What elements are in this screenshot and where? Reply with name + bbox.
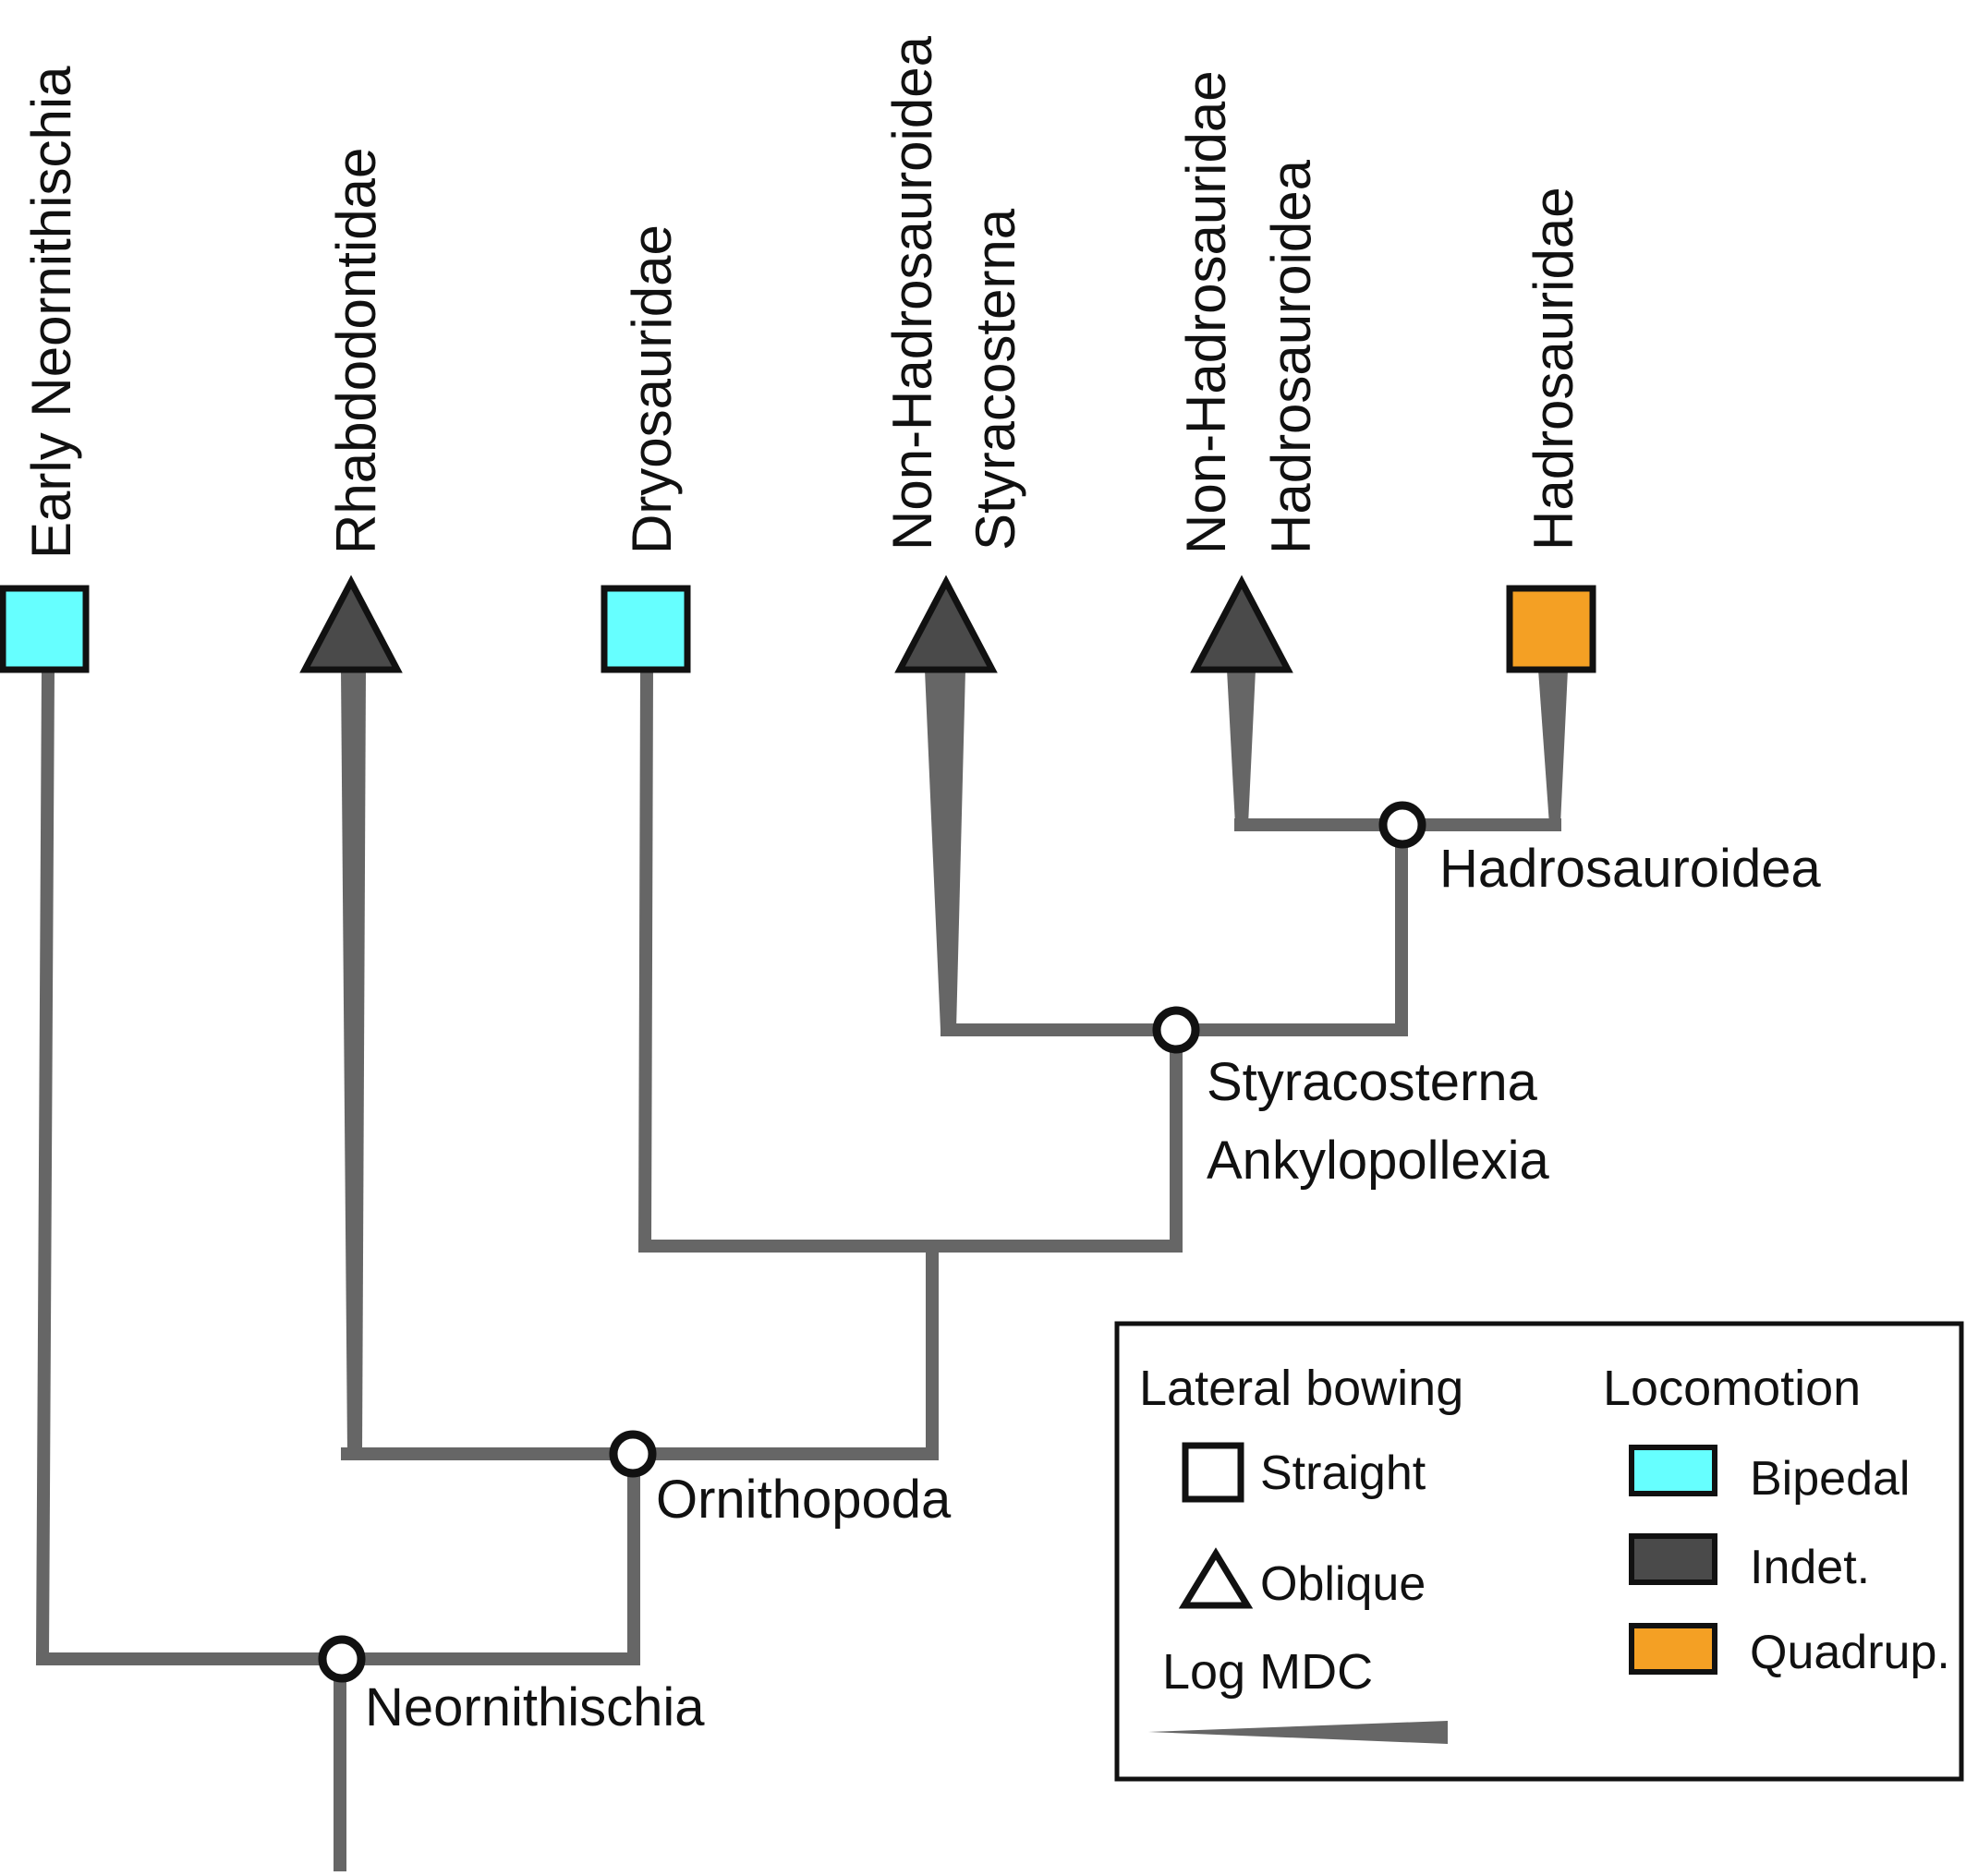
legend-mdc-wedge	[1148, 1721, 1448, 1744]
legend-straight-label: Straight	[1260, 1446, 1426, 1500]
legend-quadrup-label: Quadrup.	[1750, 1626, 1950, 1679]
node-label-styracosterna: Styracosterna	[1207, 1052, 1538, 1112]
node-label-ankylopollexia: Ankylopollexia	[1207, 1131, 1550, 1191]
hadrosauridae-marker	[1506, 585, 1596, 673]
legend-locomotion-title: Locomotion	[1603, 1361, 1861, 1416]
legend-bipedal-label: Bipedal	[1750, 1452, 1910, 1506]
hadrosauroidea-node	[1378, 801, 1426, 849]
ornithopoda-node	[609, 1430, 657, 1478]
styracosterna-node	[1152, 1006, 1200, 1054]
legend-mdc-title: Log MDC	[1162, 1644, 1373, 1700]
legend-quadrup-swatch	[1629, 1623, 1717, 1675]
tip-label-rhabdodontidae: Rhabdodontidae	[325, 148, 387, 554]
node-labels: Neornithischia Ornithopoda Styracosterna…	[365, 839, 1821, 1737]
tapered-branches	[341, 670, 1568, 1454]
legend-bowing-title: Lateral bowing	[1139, 1361, 1463, 1416]
legend-indet-swatch	[1629, 1533, 1717, 1585]
rhabdodontidae-branch	[341, 670, 366, 1454]
node-circles	[318, 801, 1426, 1683]
early-neornithischia-marker	[0, 585, 90, 673]
tip-label-non-hadrosauroidea: Non-Hadrosauroidea	[881, 35, 943, 551]
legend: Lateral bowing Straight Oblique Log MDC …	[1114, 1321, 1964, 1782]
legend-straight-symbol	[1182, 1442, 1244, 1503]
legend-bipedal-swatch	[1629, 1445, 1717, 1496]
hadrosauridae-branch	[1538, 670, 1568, 825]
early-neornithischia-branch	[35, 662, 55, 1666]
tip-label-hadrosauridae: Hadrosauridae	[1523, 187, 1584, 551]
tip-label-styracosterna: Styracosterna	[965, 208, 1026, 551]
tip-label-early-neornithischia: Early Neornithischia	[20, 66, 82, 559]
legend-oblique-symbol	[1178, 1547, 1254, 1609]
node-label-neornithischia: Neornithischia	[365, 1677, 705, 1737]
tip-label-hadrosauroidea: Hadrosauroidea	[1260, 159, 1322, 554]
non-hadrosauridae-hadrosauroidea-marker	[1190, 575, 1293, 673]
node-label-ornithopoda: Ornithopoda	[656, 1470, 952, 1530]
legend-indet-label: Indet.	[1750, 1541, 1870, 1594]
tip-labels: Early Neornithischia Rhabdodontidae Dryo…	[20, 35, 1584, 559]
non-hadrosauroidea-styracosterna-marker	[894, 575, 998, 673]
legend-oblique-label: Oblique	[1260, 1557, 1426, 1611]
tip-label-non-hadrosauridae: Non-Hadrosauridae	[1175, 70, 1237, 554]
legend-frame	[1114, 1321, 1964, 1782]
node-label-hadrosauroidea: Hadrosauroidea	[1439, 839, 1821, 899]
non-hadrosauridae-hadrosauroidea-branch	[1227, 670, 1256, 825]
dryosauridae-branch	[637, 662, 654, 1253]
dryosauridae-marker	[601, 585, 691, 673]
tip-markers	[0, 575, 1596, 673]
neornithischia-node	[318, 1635, 366, 1683]
tip-label-dryosauridae: Dryosauridae	[621, 224, 683, 554]
non-hadrosauroidea-styracosterna-branch	[925, 670, 965, 1030]
rhabdodontidae-marker	[299, 575, 403, 673]
